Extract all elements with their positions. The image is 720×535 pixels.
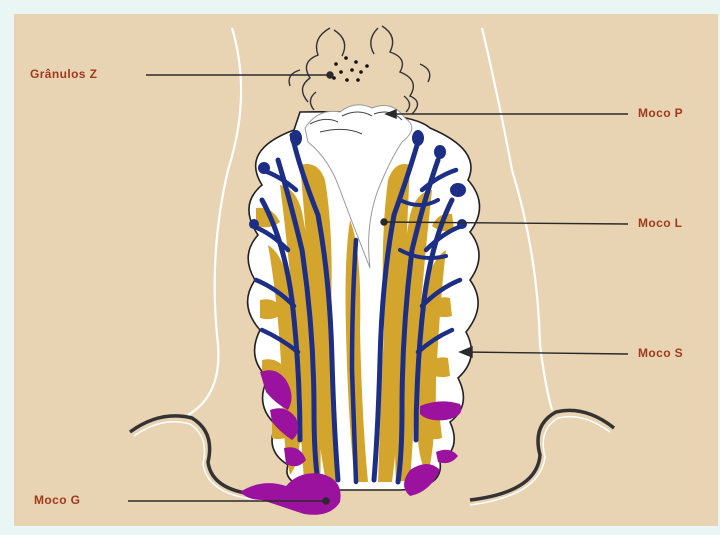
label-moco-s: Moco S (638, 346, 683, 360)
label-granulos-z: Grânulos Z (30, 67, 97, 81)
label-moco-g: Moco G (34, 493, 80, 507)
label-moco-l: Moco L (638, 216, 682, 230)
label-moco-p: Moco P (638, 106, 683, 120)
